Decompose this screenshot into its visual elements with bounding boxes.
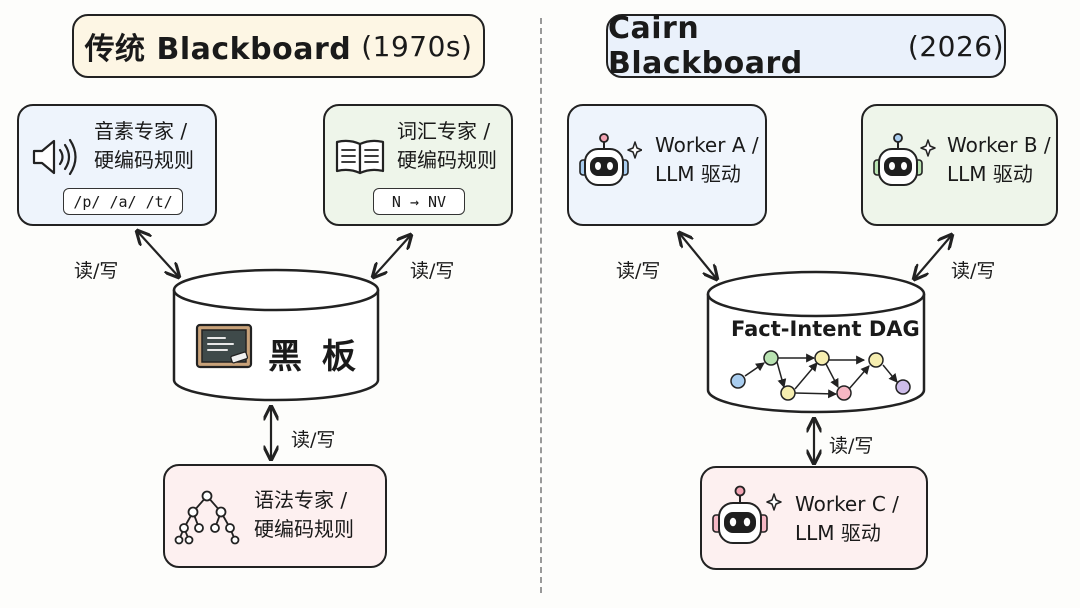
dag-node [895, 379, 911, 395]
dag-node [868, 352, 884, 368]
dag-graph [730, 350, 911, 401]
grammar-expert-card [163, 464, 387, 568]
blackboard-cylinder [172, 268, 380, 402]
worker-b-line2: LLM 驱动 [947, 162, 1033, 186]
left-title-suffix: (1970s) [361, 29, 473, 63]
phoneme-expert-line1: 音素专家 / [94, 119, 188, 143]
phoneme-tag: /p/ /a/ /t/ [63, 188, 183, 215]
speaker-icon [32, 138, 77, 176]
dag-node [836, 385, 852, 401]
blackboard-label: 黑 板 [268, 337, 360, 377]
tree-icon [174, 490, 240, 545]
right-title-text: Cairn Blackboard [608, 11, 803, 81]
left-rw-label-3: 读/写 [291, 429, 336, 451]
right-title: Cairn Blackboard (2026) [606, 11, 1006, 81]
book-icon [335, 139, 385, 175]
dag-node [780, 385, 796, 401]
lexical-expert-line2: 硬编码规则 [397, 148, 497, 172]
worker-c-line1: Worker C / [795, 492, 899, 516]
left-title: 传统 Blackboard (1970s) [72, 14, 485, 78]
left-title-text: 传统 Blackboard [84, 32, 352, 67]
column-divider [540, 18, 542, 593]
dag-node [814, 350, 830, 366]
chalkboard-icon [195, 323, 253, 369]
worker-c-line2: LLM 驱动 [795, 521, 881, 545]
right-title-suffix: (2026) [907, 29, 1004, 63]
right-rw-label-3: 读/写 [829, 435, 874, 457]
dag-label: Fact-Intent DAG [731, 317, 920, 341]
robot-icon [873, 133, 936, 186]
robot-icon [712, 485, 782, 544]
right-rw-label-1: 读/写 [616, 260, 661, 282]
worker-a-line1: Worker A / [655, 133, 759, 157]
dag-cylinder [706, 270, 926, 414]
worker-a-line2: LLM 驱动 [655, 162, 741, 186]
left-rw-label-1: 读/写 [74, 260, 119, 282]
worker-b-line1: Worker B / [947, 133, 1051, 157]
right-rw-label-2: 读/写 [951, 260, 996, 282]
grammar-expert-line2: 硬编码规则 [254, 517, 354, 541]
robot-icon [579, 133, 642, 186]
lexical-expert-line1: 词汇专家 / [397, 119, 491, 143]
grammar-expert-line1: 语法专家 / [254, 488, 348, 512]
dag-node [763, 350, 779, 366]
dag-node [730, 373, 746, 389]
phoneme-expert-line2: 硬编码规则 [94, 148, 194, 172]
lexical-tag: N → NV [373, 188, 465, 215]
left-rw-label-2: 读/写 [410, 260, 455, 282]
